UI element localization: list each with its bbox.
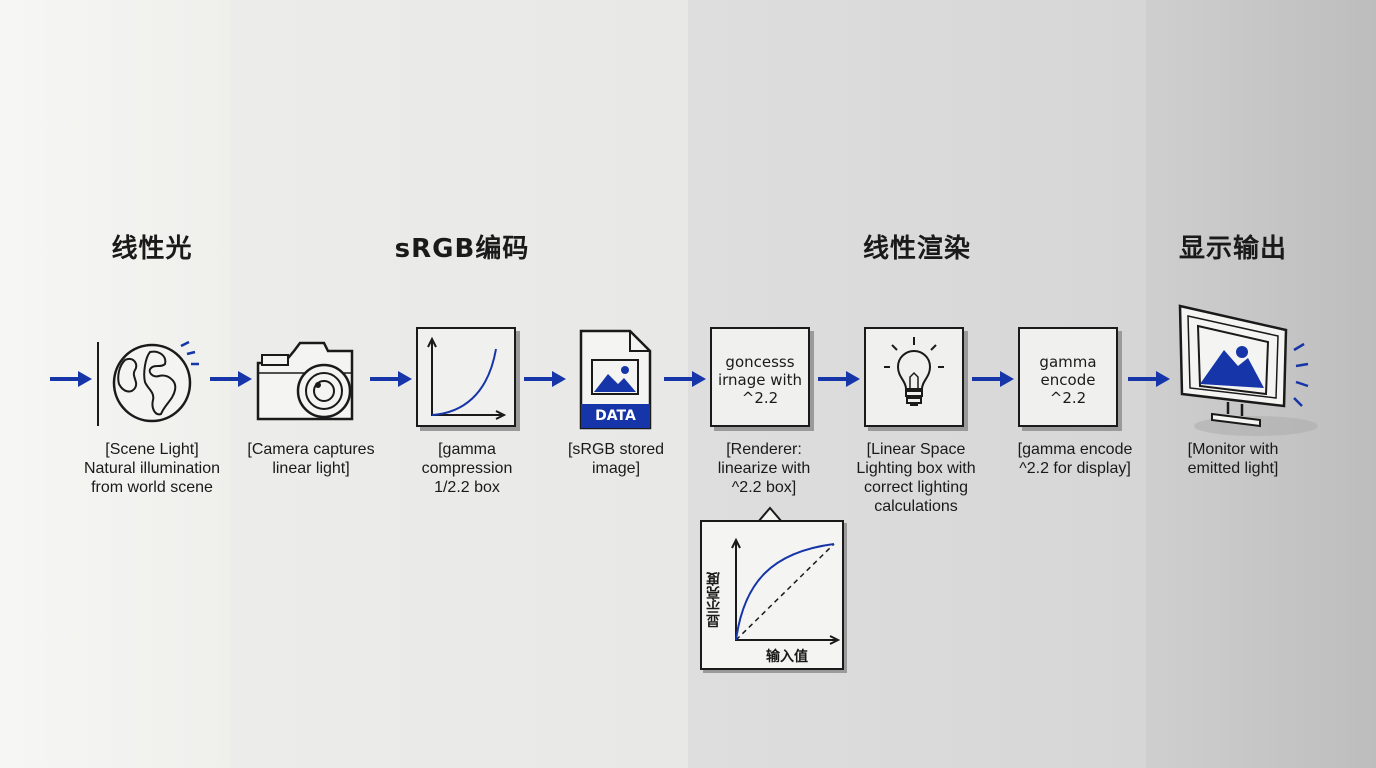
caption-gamma-encode: [gamma encode ^2.2 for display] xyxy=(1017,441,1133,477)
flow-arrow xyxy=(370,371,412,387)
inset-y-axis-label: 显示亮度 xyxy=(706,572,722,628)
flow-arrow xyxy=(524,371,566,387)
gamma-compression-box xyxy=(416,327,516,427)
camera-icon xyxy=(256,341,354,421)
gamma-encode-box-text: gamma encode ^2.2 xyxy=(1039,353,1097,407)
lightbulb-icon xyxy=(884,337,944,406)
caption-scene-light: [Scene Light] Natural illumination from … xyxy=(83,441,221,496)
flow-arrow xyxy=(210,371,252,387)
flow-arrow xyxy=(1128,371,1170,387)
caption-gamma-compression: [gamma compression 1/2.2 box xyxy=(421,441,513,496)
data-file-icon xyxy=(579,329,652,430)
inset-x-axis-label: 输入值 xyxy=(766,649,808,665)
caption-renderer: [Renderer: linearize with ^2.2 box] xyxy=(717,441,811,496)
inset-gamma-chart: 显示亮度 输入值 xyxy=(700,520,844,670)
caption-monitor: [Monitor with emitted light] xyxy=(1187,441,1279,477)
section-title-linear-light: 线性光 xyxy=(111,234,193,264)
caption-camera: [Camera captures linear light] xyxy=(247,441,375,477)
globe-icon xyxy=(97,340,199,426)
caption-srgb-stored: [sRGB stored image] xyxy=(567,441,665,477)
inset-curve-plot xyxy=(731,537,841,645)
renderer-box: goncesss irnage with ^2.2 xyxy=(710,327,810,427)
section-title-linear-rendering: 线性渲染 xyxy=(862,234,972,264)
linear-lighting-box xyxy=(864,327,964,427)
caption-linear-lighting: [Linear Space Lighting box with correct … xyxy=(856,441,976,515)
flow-arrow xyxy=(664,371,706,387)
renderer-box-text: goncesss irnage with ^2.2 xyxy=(717,353,803,407)
flow-arrow xyxy=(972,371,1014,387)
inset-pointer xyxy=(757,506,783,523)
flow-arrow xyxy=(818,371,860,387)
data-badge: DATA xyxy=(595,408,636,424)
monitor-icon xyxy=(1178,304,1318,436)
gamma-encode-box: gamma encode ^2.2 xyxy=(1018,327,1118,427)
gamma-curve-icon xyxy=(427,336,507,420)
section-title-srgb-encoding: sRGB编码 xyxy=(394,234,530,264)
flow-arrow xyxy=(50,371,92,387)
section-title-display-output: 显示输出 xyxy=(1178,234,1288,264)
